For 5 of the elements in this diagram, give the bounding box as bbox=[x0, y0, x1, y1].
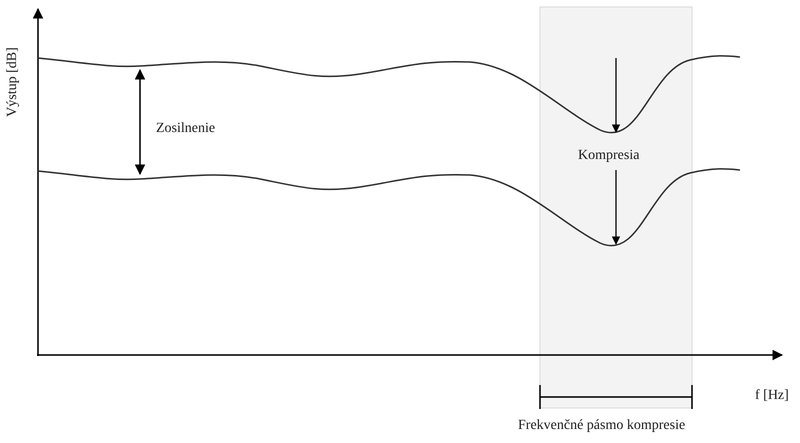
annotation-label: Zosilnenie bbox=[156, 121, 216, 137]
axis-label: Výstup [dB] bbox=[4, 47, 21, 117]
annotation-label: Kompresia bbox=[578, 148, 640, 164]
axis-label: f [Hz] bbox=[755, 388, 789, 404]
dimension-label: Frekvenčné pásmo kompresie bbox=[518, 418, 686, 434]
